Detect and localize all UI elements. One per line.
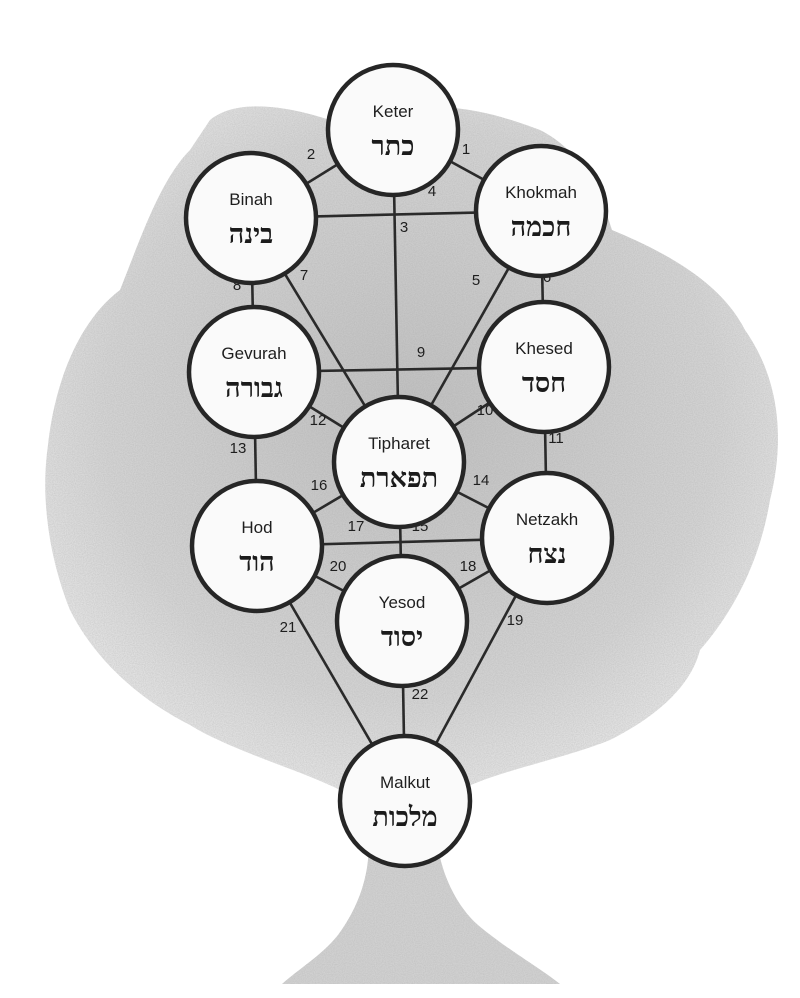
sephirah-hod-circle xyxy=(189,478,325,614)
sephirah-malkut-circle xyxy=(337,733,473,869)
path-9-number: 9 xyxy=(417,344,425,361)
sephirah-khokmah-circle xyxy=(473,143,609,279)
sephirah-hod: Hod הוד xyxy=(189,478,325,614)
sephirah-netzakh-circle xyxy=(479,470,615,606)
sephirah-khokmah-hebrew: חכמה xyxy=(511,212,572,243)
path-13-number: 13 xyxy=(230,440,247,457)
sephirah-khesed-hebrew: חסד xyxy=(522,368,566,399)
path-11-number: 11 xyxy=(548,430,564,447)
sephirah-khesed-circle xyxy=(476,299,612,435)
sephirah-hod-hebrew: הוד xyxy=(239,547,274,578)
sephirah-netzakh-name: Netzakh xyxy=(516,510,578,529)
sephirah-khokmah-name: Khokmah xyxy=(505,183,577,202)
sephirah-keter-circle xyxy=(325,62,461,198)
path-5-number: 5 xyxy=(472,272,480,289)
path-19-number: 19 xyxy=(507,612,524,629)
sephirah-gevurah-circle xyxy=(186,304,322,440)
path-numbers-layer: 12345678910111213141516171819202122 xyxy=(230,141,564,703)
sephirah-binah-circle xyxy=(183,150,319,286)
sephirah-tipharet: Tipharet תפארת xyxy=(331,394,467,530)
sephirah-yesod-hebrew: יסוד xyxy=(381,622,423,653)
sephirah-binah-hebrew: בינה xyxy=(229,219,273,250)
path-21-number: 21 xyxy=(280,619,297,636)
path-12-number: 12 xyxy=(310,412,327,429)
path-18-number: 18 xyxy=(460,558,477,575)
sephirah-yesod: Yesod יסוד xyxy=(334,553,470,689)
path-22-number: 22 xyxy=(412,686,429,703)
sephirah-binah-name: Binah xyxy=(229,190,272,209)
sephirah-tipharet-hebrew: תפארת xyxy=(360,463,438,494)
sephirah-gevurah-name: Gevurah xyxy=(221,344,286,363)
sephirah-netzakh: Netzakh נצח xyxy=(479,470,615,606)
sephirah-malkut-name: Malkut xyxy=(380,773,430,792)
path-1-number: 1 xyxy=(462,141,470,158)
path-7-number: 7 xyxy=(300,267,308,284)
sephirah-tipharet-name: Tipharet xyxy=(368,434,430,453)
sephirah-malkut: Malkut מלכות xyxy=(337,733,473,869)
path-10-number: 10 xyxy=(477,402,494,419)
path-4-number: 4 xyxy=(428,183,436,200)
path-17-number: 17 xyxy=(348,518,365,535)
sephirah-yesod-circle xyxy=(334,553,470,689)
sephirah-malkut-hebrew: מלכות xyxy=(372,802,437,833)
sephirah-khesed-name: Khesed xyxy=(515,339,573,358)
sephirah-keter-hebrew: כתר xyxy=(372,131,415,162)
path-2-number: 2 xyxy=(307,146,315,163)
sephirah-gevurah: Gevurah גבורה xyxy=(186,304,322,440)
path-20-number: 20 xyxy=(330,558,347,575)
sephirah-yesod-name: Yesod xyxy=(379,593,426,612)
sephirah-keter-name: Keter xyxy=(373,102,414,121)
sephirah-khokmah: Khokmah חכמה xyxy=(473,143,609,279)
sephirah-hod-name: Hod xyxy=(241,518,272,537)
path-14-number: 14 xyxy=(473,472,490,489)
path-8-number: 8 xyxy=(233,277,241,294)
sephirah-khesed: Khesed חסד xyxy=(476,299,612,435)
path-3-number: 3 xyxy=(400,219,408,236)
sephirah-keter: Keter כתר xyxy=(325,62,461,198)
sephirah-netzakh-hebrew: נצח xyxy=(528,539,567,570)
sephirah-binah: Binah בינה xyxy=(183,150,319,286)
sephirah-gevurah-hebrew: גבורה xyxy=(225,373,283,404)
sephirot-layer: Keter כתר Binah בינה Khokmah חכמה Gevurah גבורה… xyxy=(183,62,615,869)
sephirah-tipharet-circle xyxy=(331,394,467,530)
path-16-number: 16 xyxy=(311,477,328,494)
